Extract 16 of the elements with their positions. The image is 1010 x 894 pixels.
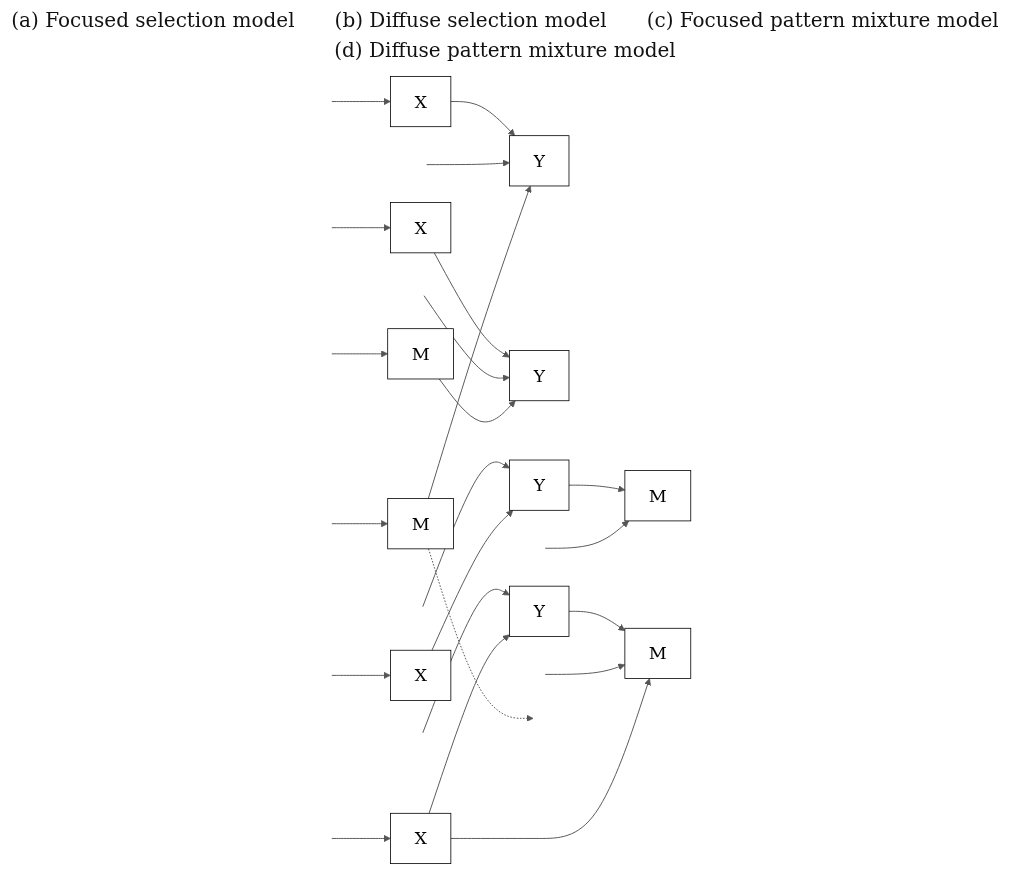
node-box: M [387,498,454,550]
node-box: M [624,627,691,679]
panel-title: (b) Diffuse selection model [334,8,607,32]
node-box: X [389,76,451,128]
node-box: Y [508,459,570,511]
node-box: Y [508,585,570,637]
panel-title: (c) Focused pattern mixture model [646,8,999,32]
panel-title: (d) Diffuse pattern mixture model [334,38,676,62]
node-box: X [389,649,451,701]
panel-title: (a) Focused selection model [11,8,295,32]
node-box: Y [508,350,570,402]
node-box: M [387,328,454,380]
node-box: X [389,202,451,254]
node-box: X [389,812,451,864]
node-box: Y [508,135,570,187]
node-box: M [624,470,691,522]
